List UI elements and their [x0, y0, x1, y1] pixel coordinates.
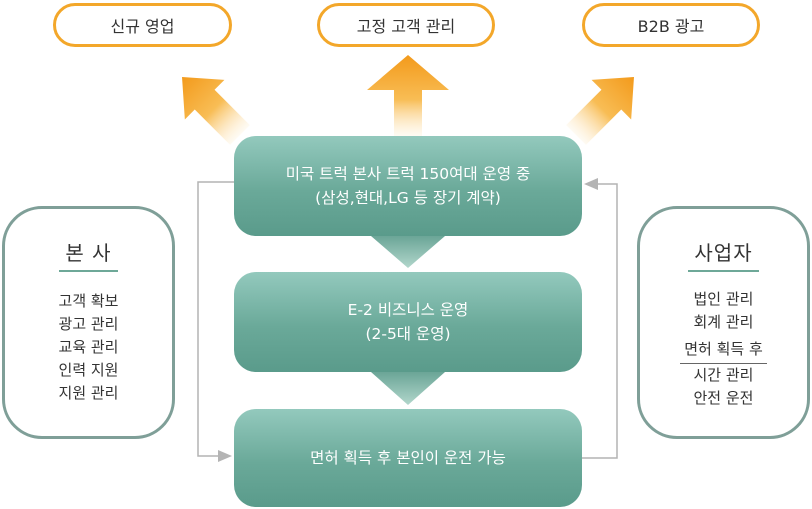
chevron-down-icon: [371, 236, 445, 268]
operator-list: 법인 관리 회계 관리 면허 획득 후 시간 관리 안전 운전: [680, 288, 767, 410]
list-item: 안전 운전: [693, 389, 754, 407]
headquarters-panel: 본 사 고객 확보 광고 관리 교육 관리 인력 지원 지원 관리: [2, 206, 175, 439]
operator-panel: 사업자 법인 관리 회계 관리 면허 획득 후 시간 관리 안전 운전: [637, 206, 810, 439]
flow-step-1-line2: (삼성,현대,LG 등 장기 계약): [315, 189, 501, 207]
list-item: 지원 관리: [58, 384, 119, 402]
arrow-up-left-icon: [182, 77, 250, 145]
arrow-up-center-icon: [367, 55, 449, 136]
right-loop-connector: [582, 183, 618, 459]
target-b2b-ads: B2B 광고: [582, 3, 760, 47]
list-item: 시간 관리: [693, 366, 754, 384]
headquarters-title: 본 사: [59, 237, 118, 272]
list-item: 교육 관리: [58, 338, 119, 356]
target-label: B2B 광고: [637, 17, 705, 36]
arrow-right-icon: [218, 450, 232, 462]
list-item: 회계 관리: [693, 313, 754, 331]
flow-step-3-text: 면허 획득 후 본인이 운전 가능: [310, 449, 506, 467]
left-loop-connector: [197, 181, 234, 457]
operator-title: 사업자: [688, 237, 759, 272]
flow-step-3: 면허 획득 후 본인이 운전 가능: [234, 409, 582, 507]
flow-step-2-line1: E-2 비즈니스 운영: [347, 301, 469, 319]
target-label: 고정 고객 관리: [356, 17, 456, 36]
headquarters-list: 고객 확보 광고 관리 교육 관리 인력 지원 지원 관리: [59, 290, 119, 405]
flow-step-2: E-2 비즈니스 운영 (2-5대 운영): [234, 272, 582, 372]
operator-subtitle: 면허 획득 후: [680, 338, 767, 364]
target-label: 신규 영업: [110, 17, 175, 36]
chevron-down-icon: [371, 372, 445, 405]
list-item: 인력 지원: [58, 361, 119, 379]
target-fixed-customer: 고정 고객 관리: [317, 3, 495, 47]
arrow-up-right-icon: [566, 77, 634, 145]
list-item: 광고 관리: [58, 315, 119, 333]
list-item: 고객 확보: [58, 292, 119, 310]
flow-step-2-line2: (2-5대 운영): [365, 325, 451, 343]
flow-step-1: 미국 트럭 본사 트럭 150여대 운영 중 (삼성,현대,LG 등 장기 계약…: [234, 136, 582, 236]
flow-step-1-line1: 미국 트럭 본사 트럭 150여대 운영 중: [285, 165, 531, 183]
arrow-left-icon: [584, 178, 598, 190]
target-new-sales: 신규 영업: [53, 3, 232, 47]
list-item: 법인 관리: [693, 290, 754, 308]
